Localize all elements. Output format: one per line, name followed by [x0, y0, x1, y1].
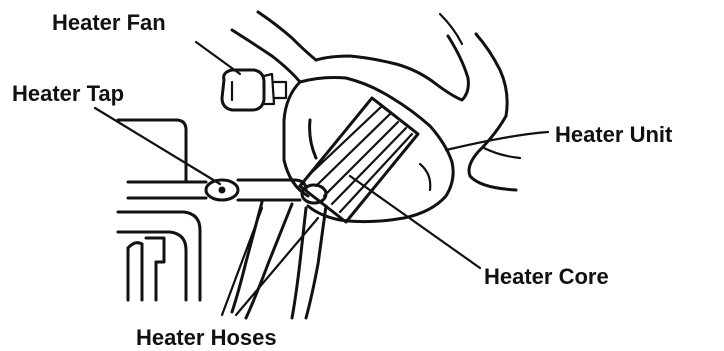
unit-right-body [308, 98, 453, 222]
heater-hoses [232, 202, 326, 318]
duct-right-outer [476, 34, 507, 116]
engine-rib-cap [128, 243, 142, 248]
fan-motor-body [222, 70, 264, 110]
label-heater-fan: Heater Fan [52, 10, 166, 35]
engine-outline-top [118, 212, 200, 300]
leader-lines [95, 42, 548, 315]
core-fin-2 [316, 114, 390, 186]
duct-inner [300, 78, 392, 99]
label-heater-unit: Heater Unit [555, 122, 673, 147]
heater-tap-assembly [118, 120, 306, 200]
label-heater-core: Heater Core [484, 264, 609, 289]
leader-heater-hoses-right [236, 218, 318, 315]
label-heater-tap: Heater Tap [12, 81, 124, 106]
core-fin-5 [340, 134, 412, 212]
label-heater-hoses: Heater Hoses [136, 325, 277, 350]
leader-heater-unit [446, 132, 548, 150]
heater-fan-motor [222, 70, 286, 110]
heater-tap-knob [219, 187, 226, 194]
fan-motor-shaft [274, 82, 286, 98]
hose-right-outer [292, 208, 306, 318]
heater-unit-housing [232, 12, 520, 222]
hose-left-inner [246, 204, 292, 318]
unit-body-curve [420, 164, 430, 190]
duct-upper-right [316, 36, 468, 100]
engine-block [118, 212, 200, 300]
engine-rib-3 [146, 238, 164, 300]
hose-left-outer [232, 202, 262, 312]
unit-right-flange [469, 116, 516, 190]
unit-right-detail [484, 148, 520, 158]
hose-right-inner [306, 206, 326, 318]
unit-inner-wall [310, 120, 316, 158]
heater-core [300, 98, 418, 222]
